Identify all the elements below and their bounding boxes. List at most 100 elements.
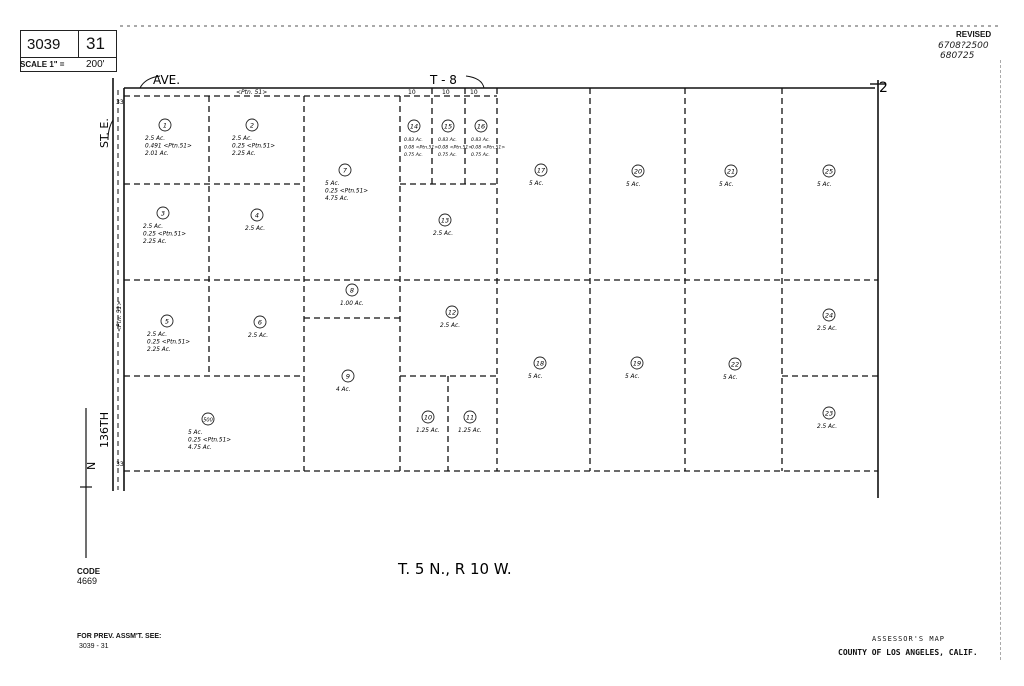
parcel-area-line: 1.00 Ac. <box>340 301 364 307</box>
footer-assessor-map: ASSESSOR'S MAP <box>872 635 946 643</box>
corner-curve-left <box>107 119 114 141</box>
parcel-number: 13 <box>441 217 449 225</box>
parcel-circle <box>341 369 355 383</box>
parcel-14: 140.83 Ac.0.08 <Ptn.51>0.75 Ac. <box>404 119 438 158</box>
parcel-area-line: 2.25 Ac. <box>143 239 167 245</box>
parcel-area-line: 0.25 <Ptn.51> <box>147 340 190 346</box>
parcel-number: 15 <box>444 123 452 131</box>
township-range: T. 5 N., R 10 W. <box>397 560 512 578</box>
parcel-5: 5 2.5 Ac. 0.25 <Ptn.51>2.25 Ac. <box>147 314 190 353</box>
parcel-area-line: 2.5 Ac. <box>145 136 165 142</box>
parcel-number: 22 <box>731 361 739 369</box>
parcel-3: 3 2.5 Ac. 0.25 <Ptn.51>2.25 Ac. <box>143 206 186 245</box>
parcel-area-line: 0.25 <Ptn.51> <box>325 189 368 195</box>
parcel-number: 10 <box>424 414 432 422</box>
parcel-number: 1 <box>163 122 167 130</box>
parcel-9: 9 4 Ac. <box>336 369 355 393</box>
parcel-area-line: 2.5 Ac. <box>248 333 268 339</box>
parcel-area-line: 0.25 <Ptn.51> <box>143 232 186 238</box>
book-page-box <box>20 30 117 72</box>
parcel-number: 23 <box>825 410 833 418</box>
dim-10a: 10 <box>408 89 416 96</box>
parcel-circle <box>338 163 352 177</box>
code-label: CODE <box>77 567 101 576</box>
parcel-number: 8 <box>350 287 354 295</box>
parcel-16: 160.83 Ac.0.08 <Ptn.51>0.75 Ac. <box>471 119 505 158</box>
parcel-11: 11 1.25 Ac. <box>458 410 482 434</box>
parcel-12: 122.5 Ac. <box>440 305 460 329</box>
scale-value: 200' <box>86 59 105 70</box>
parcel-area-line: 2.5 Ac. <box>147 332 167 338</box>
parcel-circle <box>421 410 435 424</box>
parcel-circle <box>438 213 452 227</box>
parcel-7: 75 Ac.0.25 <Ptn.51>4.75 Ac. <box>325 163 368 202</box>
prev-assmt-value: 3039 - 31 <box>79 643 109 650</box>
parcel-circle <box>253 315 267 329</box>
parcel-17: 175 Ac. <box>529 163 548 187</box>
parcel-area-line: 0.08 <Ptn.51> <box>438 145 472 151</box>
t8-curve <box>465 75 485 89</box>
parcel-number: 500 <box>203 418 213 424</box>
parcel-25: 255 Ac. <box>817 164 836 188</box>
parcel-22: 225 Ac. <box>723 357 742 381</box>
parcel-area-line: 0.08 <Ptn.51> <box>404 145 438 151</box>
parcel-number: 6 <box>258 319 262 327</box>
parcel-lines <box>124 88 878 471</box>
dim-10b: 10 <box>442 89 450 96</box>
parcel-area-line: 5 Ac. <box>625 374 640 380</box>
parcel-15: 150.83 Ac.0.08 <Ptn.51>0.75 Ac. <box>438 119 472 158</box>
street-label-ave: AVE. <box>153 73 180 87</box>
parcel-area-line: 0.25 <Ptn.51> <box>232 144 275 150</box>
revised-date-2: 680725 <box>940 51 975 61</box>
parcel-area-line: 0.83 Ac. <box>404 137 423 143</box>
parcel-area-line: 1.25 Ac. <box>458 428 482 434</box>
parcel-6: 6 2.5 Ac. <box>248 315 268 339</box>
section-number: 2 <box>879 80 888 96</box>
parcel-area-line: 4 Ac. <box>336 387 351 393</box>
parcel-circle <box>345 283 359 297</box>
parcel-23: 23 2.5 Ac. <box>817 406 837 430</box>
parcel-24: 242.5 Ac. <box>817 308 837 332</box>
dim-ptn-left: <Ptn. 51> <box>116 301 123 332</box>
parcel-area-line: 0.491 <Ptn.51> <box>145 144 192 150</box>
parcel-number: 2 <box>250 122 254 130</box>
parcel-area-line: 2.25 Ac. <box>147 347 171 353</box>
parcel-number: 14 <box>410 123 418 131</box>
parcel-number: 7 <box>343 167 348 175</box>
parcel-area-line: 0.83 Ac. <box>438 137 457 143</box>
dim-33-top: 33 <box>116 99 124 106</box>
parcel-area-line: 5 Ac. <box>188 430 203 436</box>
parcel-area-line: 5 Ac. <box>817 182 832 188</box>
revised-date-1: 6708?2500 <box>938 41 989 51</box>
parcel-circle <box>630 356 644 370</box>
parcel-area-line: 5 Ac. <box>626 182 641 188</box>
parcel-area-line: 2.5 Ac. <box>143 224 163 230</box>
parcel-circle <box>245 118 259 132</box>
parcel-area-line: 0.08 <Ptn.51> <box>471 145 505 151</box>
book-number: 3039 <box>27 36 61 53</box>
parcel-circle <box>822 164 836 178</box>
parcel-area-line: 2.5 Ac. <box>817 424 837 430</box>
parcel-10: 101.25 Ac. <box>416 410 440 434</box>
parcels-layer: 1 2.5 Ac. 0.491 <Ptn.51>2.01 Ac. 2 2.5 Ac. 0.… <box>143 118 837 451</box>
parcel-number: 5 <box>165 318 169 326</box>
parcel-area-line: 5 Ac. <box>529 181 544 187</box>
parcel-number: 12 <box>448 309 456 317</box>
scale-label: SCALE 1" = <box>20 60 65 69</box>
parcel-area-line: 2.01 Ac. <box>145 151 169 157</box>
parcel-area-line: 0.75 Ac. <box>471 152 490 158</box>
parcel-circle <box>445 305 459 319</box>
parcel-area-line: 5 Ac. <box>528 374 543 380</box>
parcel-circle <box>156 206 170 220</box>
ave-curve <box>139 75 161 89</box>
parcel-number: 9 <box>346 373 350 381</box>
parcel-circle <box>250 208 264 222</box>
parcel-number: 11 <box>466 414 474 422</box>
parcel-19: 195 Ac. <box>625 356 644 380</box>
parcel-number: 16 <box>477 123 485 131</box>
parcel-number: 3 <box>161 210 165 218</box>
parcel-number: 4 <box>255 212 259 220</box>
street-label-136th: 136TH <box>98 412 111 448</box>
parcel-area-line: 4.75 Ac. <box>325 196 349 202</box>
